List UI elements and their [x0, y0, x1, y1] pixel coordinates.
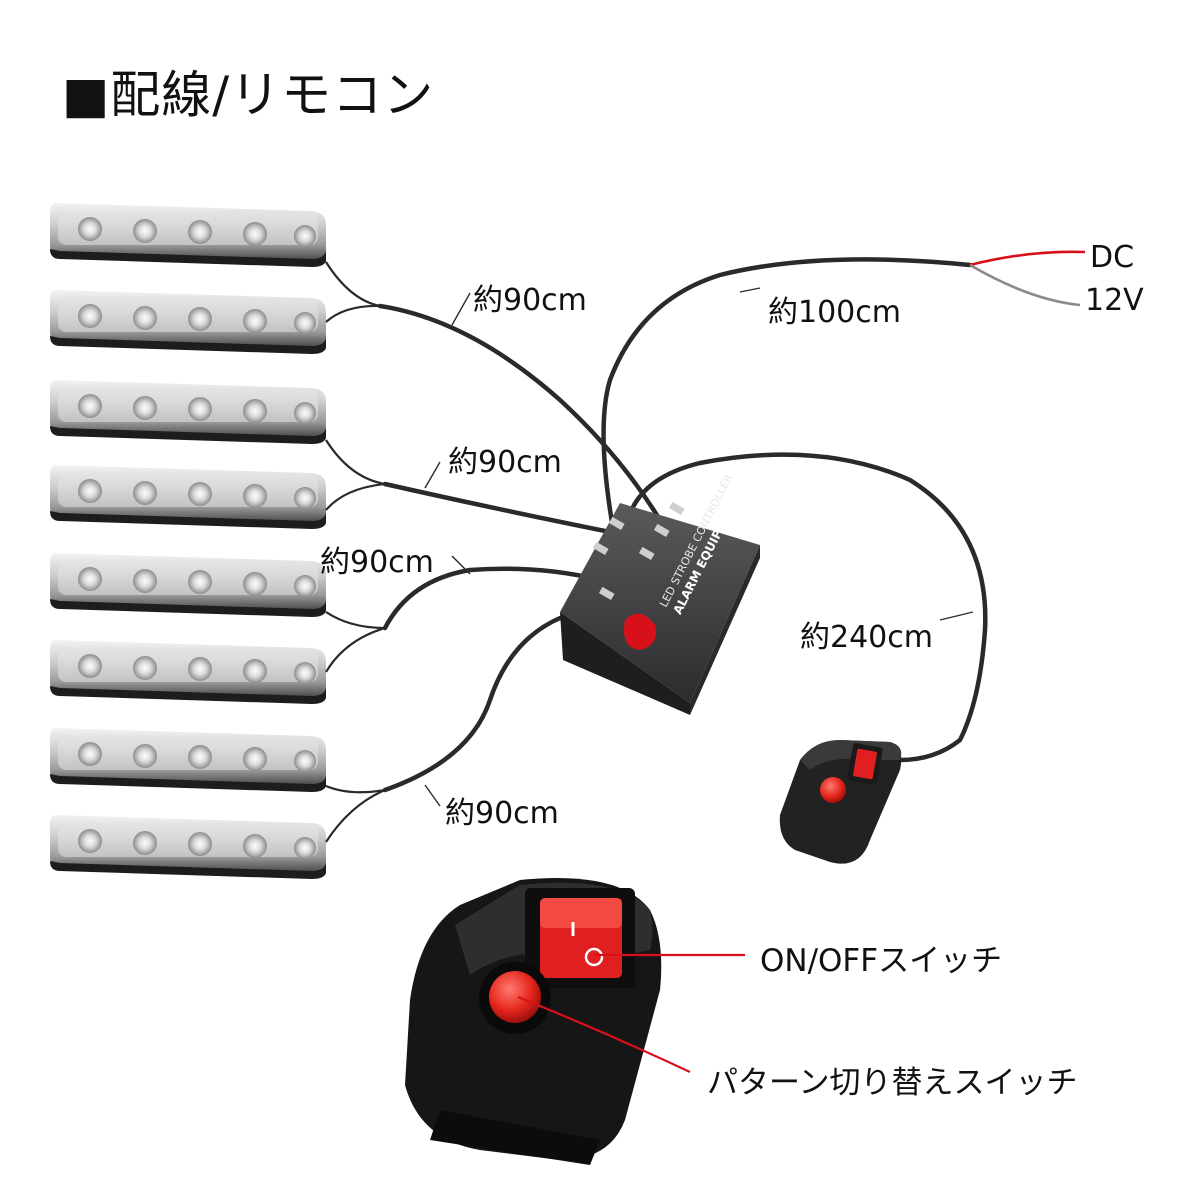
main-cables	[377, 257, 988, 793]
controller-box	[560, 501, 760, 715]
light-bar-7	[50, 728, 326, 792]
callout-pattern-switch: パターン切り替えスイッチ	[707, 1065, 1078, 1101]
light-bar-5	[50, 553, 326, 617]
light-bar-1	[50, 203, 326, 267]
light-bar-2	[50, 290, 326, 354]
length-label-power: 約100cm	[768, 295, 901, 330]
small-remote-switch	[779, 740, 902, 864]
label-leaders	[424, 287, 974, 807]
page-title: ■配線/リモコン	[62, 66, 435, 124]
power-label-dc: DC	[1090, 240, 1135, 275]
length-label-switch: 約240cm	[800, 620, 933, 655]
light-bar-3	[50, 380, 326, 444]
light-bar-6	[50, 640, 326, 704]
power-leads	[969, 250, 1086, 307]
power-label-voltage: 12V	[1085, 283, 1144, 318]
callout-lines	[517, 953, 745, 1073]
light-bar-4	[50, 465, 326, 529]
length-label-light-group-1: 約90cm	[473, 283, 587, 318]
length-label-light-group-4: 約90cm	[445, 796, 559, 831]
large-remote-switch	[405, 878, 662, 1165]
callout-onoff-switch: ON/OFFスイッチ	[760, 943, 1003, 979]
length-label-light-group-3: 約90cm	[320, 545, 434, 580]
pigtail-wires	[325, 261, 386, 843]
length-label-light-group-2: 約90cm	[448, 445, 562, 480]
light-bar-8	[50, 815, 326, 879]
